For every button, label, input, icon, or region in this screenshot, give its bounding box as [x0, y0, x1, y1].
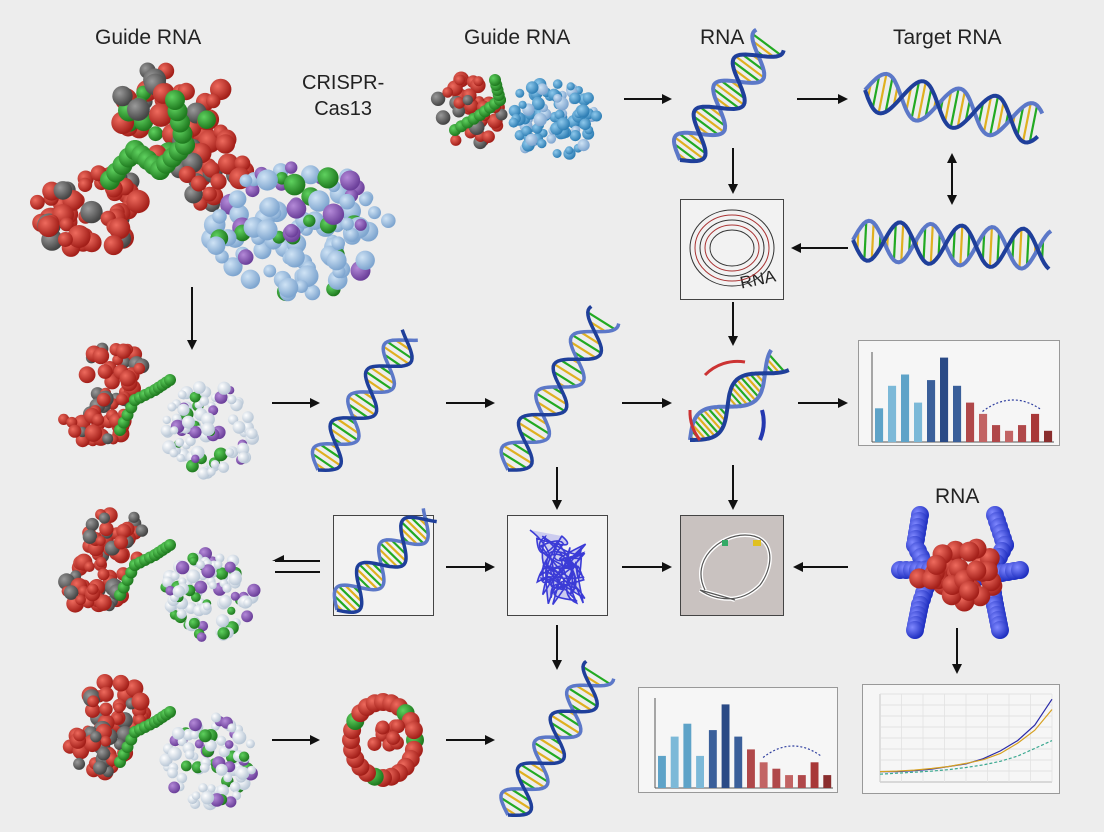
chart1-bar: [797, 775, 806, 788]
chart0-bar: [1005, 430, 1014, 443]
chart0-bar: [966, 402, 975, 442]
cas13-cluster-mid: [508, 78, 602, 160]
chart1-bar: [683, 723, 692, 788]
chart1-bar: [759, 762, 768, 788]
line-chart-frame: [862, 684, 1060, 794]
chart0-bar: [1044, 430, 1053, 443]
equilibrium-head-left: [272, 555, 284, 561]
chart1-bar: [785, 775, 793, 788]
rna-label-top: RNA: [700, 26, 745, 49]
chart1-bar: [747, 749, 755, 788]
chart1-trend: [762, 745, 821, 758]
cleavage-arc-left: [688, 409, 702, 441]
chart1-bar: [810, 762, 819, 788]
helix-cleavage: [688, 348, 790, 442]
helix-target-lower: [851, 218, 1053, 271]
chart0-bar: [927, 380, 936, 442]
misc-structures: [529, 209, 775, 605]
guide-rna-label-mid: Guide RNA: [464, 26, 571, 49]
chart0-bar: [940, 357, 949, 442]
complex-row2-green-chain: [114, 374, 176, 436]
chart1-bar: [708, 730, 717, 788]
chart1-bar: [734, 736, 743, 788]
chart1-bar: [658, 755, 666, 788]
chart2-series-line: [879, 740, 1053, 775]
chart0-bar: [1031, 413, 1040, 442]
rna-label-right: RNA: [935, 485, 980, 508]
chart1-bar: [670, 736, 679, 788]
chart0-bar: [901, 374, 910, 442]
chart2-series-line: [879, 709, 1053, 773]
helix-row4: [499, 659, 616, 818]
cas13-cluster-top: [201, 161, 396, 302]
circular-rna-panel: [680, 199, 784, 300]
chart1-bar: [721, 704, 730, 788]
red-ring-cluster: [342, 693, 424, 787]
complex-row3-red-a: [82, 507, 149, 572]
cleavage-arc-red: [703, 359, 746, 377]
chart1-bar: [696, 755, 704, 788]
guide-rna-label-left: Guide RNA: [95, 26, 202, 49]
chart0-bar: [914, 402, 923, 442]
rna-loop: [698, 532, 772, 602]
complex-row3-green-chain: [114, 539, 176, 601]
complex-row3-pale: [160, 547, 261, 642]
blue-red-complex: [891, 506, 1029, 639]
complex-row4-red-b: [62, 723, 134, 781]
chart1-bar: [823, 775, 832, 788]
crispr-label-line1: CRISPR-: [302, 72, 385, 94]
chart0-bar: [953, 385, 962, 443]
cleavage-arc-blue: [758, 409, 766, 441]
chart0-bar: [992, 425, 1001, 442]
circular-rna: [689, 209, 775, 287]
helix-rna-top: [671, 28, 786, 164]
chart0-bar: [1018, 425, 1027, 442]
chart0-trend: [982, 399, 1042, 412]
chart0-bar: [875, 408, 884, 443]
rna-helices: [310, 28, 1053, 818]
crispr-cas13-label: CRISPR- Cas13: [302, 70, 384, 122]
guide-rna-green-chain-mid: [449, 74, 506, 136]
chart1-bar: [772, 768, 781, 788]
charts: [654, 352, 1054, 789]
complex-row4-green-chain: [114, 706, 176, 768]
complex-row2-pale: [160, 381, 259, 480]
crispr-label-line2: Cas13: [314, 98, 373, 120]
chart0-bar: [979, 413, 988, 442]
helix-row2-b: [499, 305, 621, 472]
chart0-bar: [888, 385, 897, 443]
arrows: [187, 94, 962, 745]
helix-row2-a: [310, 329, 418, 472]
tangle-panel: [507, 515, 608, 616]
target-rna-label: Target RNA: [893, 26, 1002, 49]
guide-rna-cluster-top-b: [30, 165, 150, 257]
rna-tangle: [529, 529, 587, 605]
helix-target-top: [863, 71, 1045, 145]
complex-row4-pale: [159, 712, 258, 811]
protein-structures: [30, 62, 1029, 811]
helix-panel: [332, 508, 437, 615]
guide-rna-green-chain-top: [100, 90, 195, 190]
